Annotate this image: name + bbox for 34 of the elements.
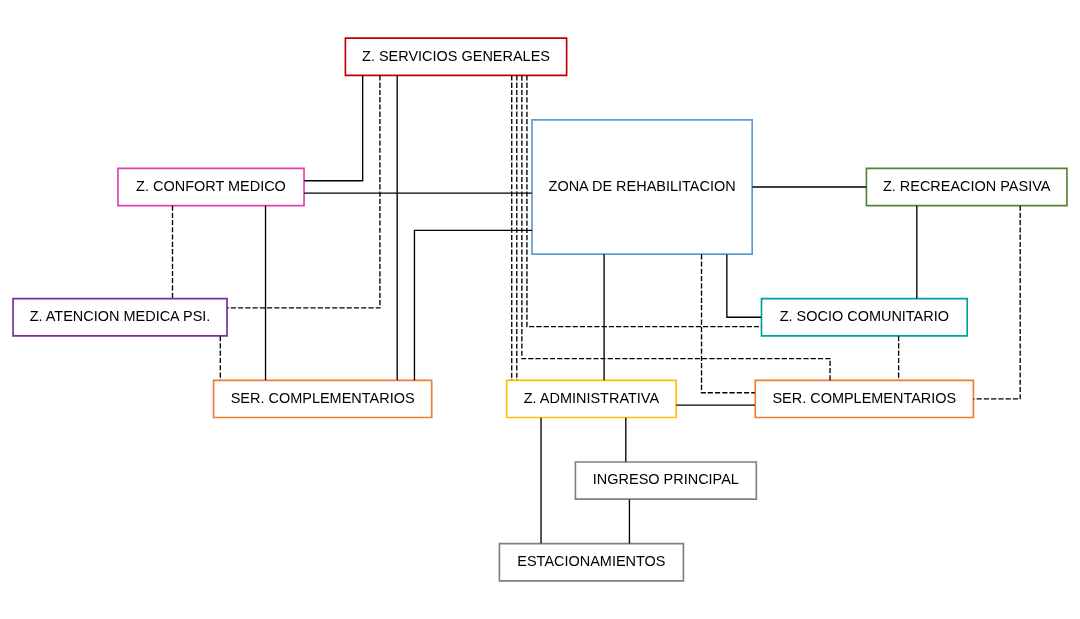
connector <box>303 192 533 194</box>
connector <box>511 74 513 381</box>
connector <box>540 416 542 544</box>
connector <box>516 74 518 381</box>
node-box: SER. COMPLEMENTARIOS <box>212 379 433 419</box>
connector <box>219 335 221 381</box>
node-box: Z. CONFORT MEDICO <box>117 167 305 207</box>
connector <box>625 417 627 463</box>
connector <box>726 253 762 318</box>
connector <box>303 74 364 182</box>
connector <box>413 229 533 381</box>
connector <box>264 205 267 381</box>
connector <box>700 253 756 394</box>
node-box: Z. ATENCION MEDICA PSI. <box>12 297 228 337</box>
connector <box>521 74 831 381</box>
connector <box>171 205 174 300</box>
node-box: Z. SERVICIOS GENERALES <box>344 37 568 77</box>
node-box: INGRESO PRINCIPAL <box>574 461 758 501</box>
connector <box>972 205 1021 400</box>
connector <box>751 186 867 188</box>
node-box: Z. RECREACION PASIVA <box>865 167 1068 207</box>
connector <box>916 205 918 300</box>
connector <box>603 253 605 381</box>
connector <box>526 75 762 328</box>
connector <box>628 498 631 545</box>
node-box: ESTACIONAMIENTOS <box>498 542 685 582</box>
connector <box>226 74 381 309</box>
connector <box>675 404 756 406</box>
connector <box>396 74 398 381</box>
node-box: ZONA DE REHABILITACION <box>531 118 753 255</box>
node-box: Z. SOCIO COMUNITARIO <box>760 297 969 337</box>
node-box: SER. COMPLEMENTARIOS <box>754 379 975 419</box>
connector <box>897 335 900 381</box>
node-box: Z. ADMINISTRATIVA <box>505 379 678 419</box>
